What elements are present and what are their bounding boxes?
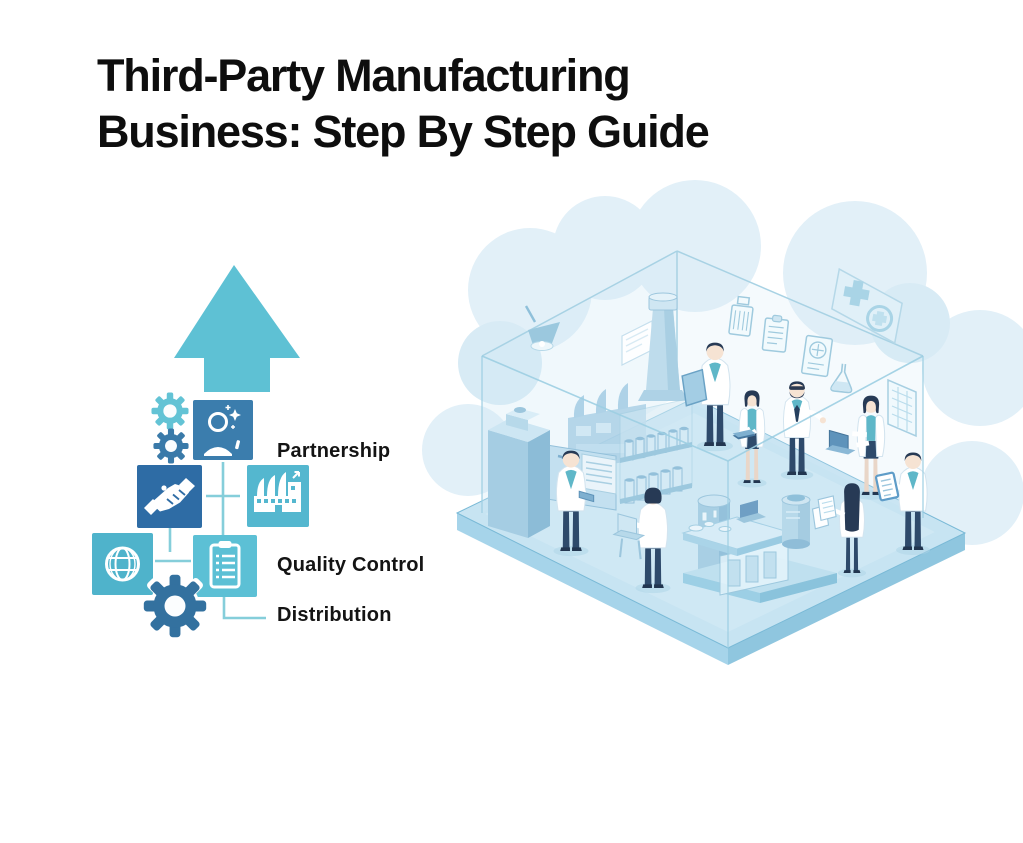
clipboard-tile [193, 535, 257, 597]
scientist-with-chart [681, 342, 734, 452]
gear-icon-dark [153, 428, 189, 464]
scientist-at-machine [552, 450, 595, 557]
up-arrow-icon [174, 265, 300, 392]
lab-illustration [422, 180, 1023, 665]
globe-tile [92, 533, 153, 595]
circle-chart-poster [800, 334, 834, 378]
person-sparkle-tile [193, 400, 253, 460]
canister [781, 494, 811, 549]
flask-poster [830, 363, 853, 394]
person-sparkle-icon [204, 405, 241, 456]
factory-tile [247, 465, 309, 527]
step-label-quality-control: Quality Control [277, 554, 425, 576]
scientist-with-glasses [780, 380, 826, 481]
smokestack [638, 292, 688, 401]
scientist-back-view [612, 487, 672, 594]
page-title-line2: Business: Step By Step Guide [97, 106, 710, 158]
gear-icon-large [139, 570, 211, 642]
gear-icon-light [151, 392, 189, 430]
scientist-with-tablet [732, 389, 768, 488]
glass-room-front [481, 355, 924, 648]
medical-cross-sign [831, 267, 903, 345]
clipboard-poster [761, 314, 790, 353]
factory-icon [254, 471, 301, 512]
jar-shelf [619, 397, 693, 504]
scientist-with-laptop [825, 395, 888, 501]
handshake-tile [137, 465, 202, 528]
hanging-lamp [524, 305, 560, 351]
page-title-line1: Third-Party Manufacturing [97, 50, 631, 102]
diagram-connectors [155, 462, 266, 620]
step-label-distribution: Distribution [277, 604, 392, 626]
step-label-partnership: Partnership [277, 440, 391, 462]
page-title: Third-Party Manufacturing Business: Step… [97, 48, 877, 160]
scientist-with-clipboard [874, 452, 931, 556]
process-diagram [92, 265, 309, 642]
clipboard-checklist-icon [209, 541, 241, 589]
grid-poster [887, 378, 917, 438]
pill-bottle-poster [728, 295, 754, 337]
handshake-icon [144, 478, 195, 515]
scientist-with-papers [811, 482, 867, 578]
globe-icon [105, 546, 140, 582]
